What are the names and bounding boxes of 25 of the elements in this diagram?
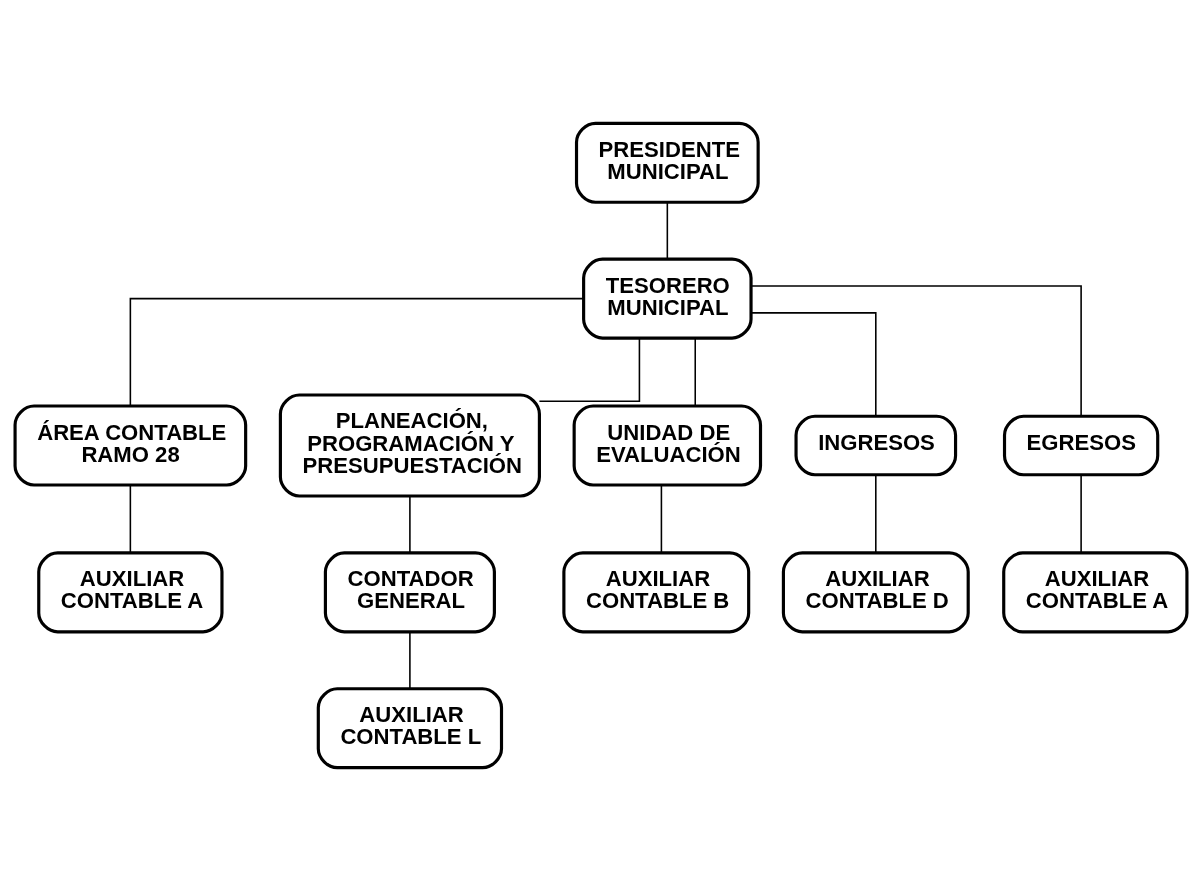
node-box: AUXILIAR CONTABLE A — [1002, 550, 1189, 633]
node-box: ÁREA CONTABLE RAMO 28 — [13, 403, 248, 487]
connector — [875, 473, 877, 553]
node-box: TESORERO MUNICIPAL — [582, 257, 753, 340]
connector — [129, 484, 132, 554]
node-box: AUXILIAR CONTABLE A — [37, 550, 224, 633]
node-box: AUXILIAR CONTABLE D — [781, 550, 970, 633]
connector — [409, 494, 411, 554]
connector — [1080, 473, 1082, 553]
connector — [129, 297, 585, 406]
connector — [750, 284, 1082, 417]
node-box: PLANEACIÓN, PROGRAMACIÓN Y PRESUPUESTACIÓN — [278, 392, 541, 498]
connector — [660, 484, 663, 554]
node-box: CONTADOR GENERAL — [323, 550, 496, 633]
node-box: INGRESOS — [794, 414, 958, 476]
connector — [538, 337, 641, 402]
node-box: PRESIDENTE MUNICIPAL — [574, 121, 760, 204]
node-box: UNIDAD DE EVALUACIÓN — [572, 403, 763, 487]
node-box: AUXILIAR CONTABLE L — [316, 686, 504, 769]
connector — [750, 311, 877, 417]
node-box: AUXILIAR CONTABLE B — [562, 550, 751, 633]
node-box: EGRESOS — [1002, 414, 1160, 476]
connector — [666, 201, 669, 260]
connector — [694, 337, 697, 407]
connector — [409, 631, 411, 689]
